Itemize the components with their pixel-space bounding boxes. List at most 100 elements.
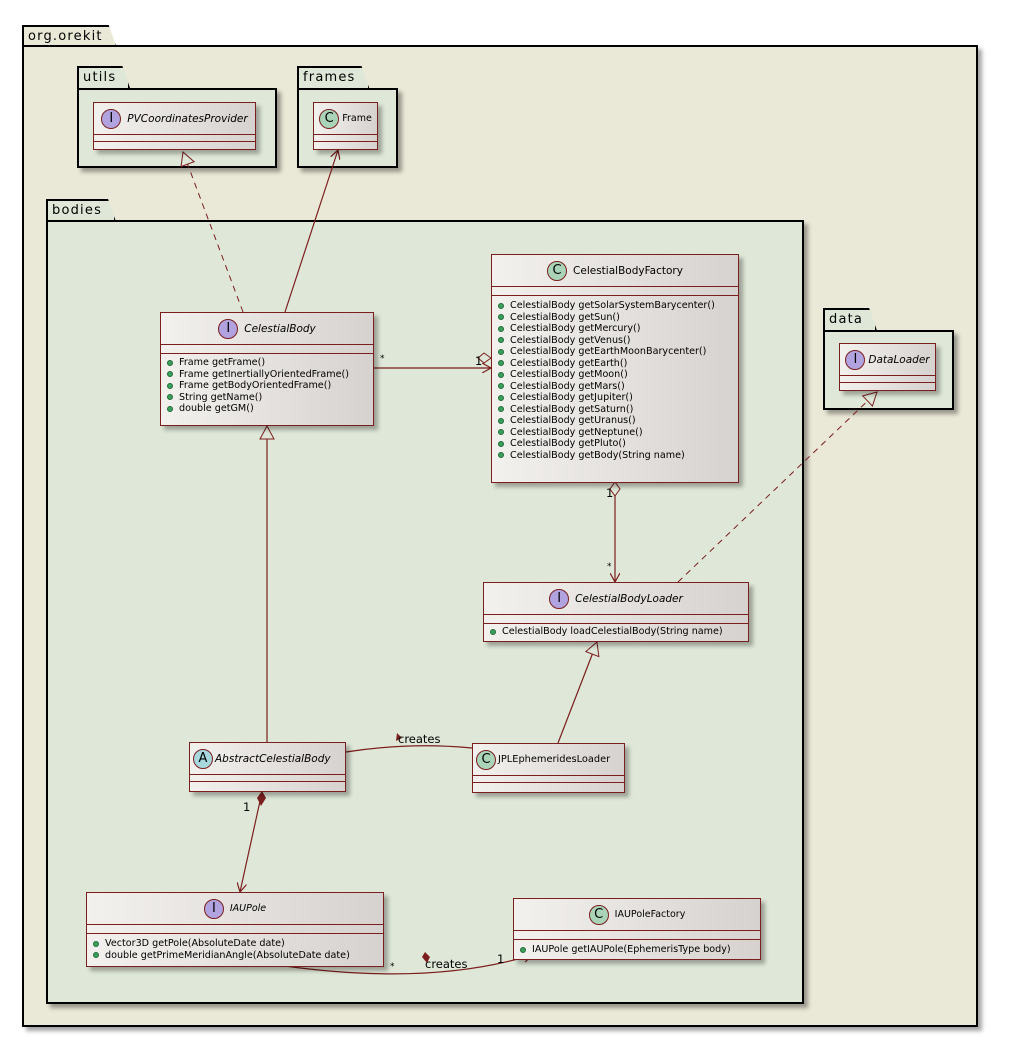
- class-icon: C: [476, 749, 496, 770]
- interface-icon: I: [218, 318, 239, 339]
- public-icon: [498, 383, 504, 390]
- method: double getPrimeMeridianAngle(AbsoluteDat…: [93, 950, 377, 962]
- attributes-compartment: [840, 376, 935, 383]
- class-iaupolefactory[interactable]: C IAUPoleFactory IAUPole getIAUPole(Ephe…: [513, 898, 761, 960]
- class-icon: C: [547, 260, 568, 281]
- aggregation-diamond-factory: [477, 352, 492, 364]
- attributes-compartment: [473, 776, 624, 783]
- creates-arrowhead-jpl: [396, 733, 402, 741]
- class-name: CelestialBody: [244, 322, 316, 335]
- public-icon: [498, 302, 504, 309]
- link-jpl-loader: [557, 641, 600, 744]
- link-abstract-iaupole: [240, 791, 263, 892]
- method: CelestialBody getVenus(): [498, 335, 732, 347]
- package-tab-frames: frames: [297, 66, 370, 89]
- attributes-compartment: [484, 615, 748, 624]
- class-name: CelestialBodyFactory: [573, 264, 683, 277]
- package-tab-data: data: [823, 308, 877, 331]
- interface-icon: I: [203, 898, 224, 919]
- method: Frame getBodyOrientedFrame(): [167, 380, 367, 392]
- public-icon: [167, 382, 173, 389]
- method: Vector3D getPole(AbsoluteDate date): [93, 938, 377, 950]
- public-icon: [498, 417, 504, 424]
- composition-diamond-pole: [257, 791, 266, 806]
- class-name: IAUPole: [229, 903, 267, 914]
- method: double getGM(): [167, 403, 367, 415]
- method: IAUPole getIAUPole(EphemerisType body): [520, 944, 754, 956]
- composition-diamond-factory: [422, 952, 430, 963]
- public-icon: [498, 440, 504, 447]
- public-icon: [498, 314, 504, 321]
- multiplicity-pole-source: *: [390, 962, 395, 972]
- attributes-compartment: [161, 345, 373, 354]
- aggregation-diamond-loader: [609, 481, 621, 497]
- multiplicity-factory-loader-source: 1: [606, 486, 614, 500]
- public-icon: [498, 429, 504, 436]
- package-tab-bodies: bodies: [46, 199, 116, 222]
- method: CelestialBody getMercury(): [498, 323, 732, 335]
- public-icon: [93, 952, 99, 959]
- interface-icon: I: [101, 108, 122, 129]
- public-icon: [167, 394, 173, 401]
- method: CelestialBody getEarth(): [498, 358, 732, 370]
- link-jpl-creates-abstract: [345, 745, 473, 753]
- interface-icon: I: [549, 588, 570, 609]
- link-celestialbody-pvcoordinatesprovider: [180, 151, 244, 313]
- class-jplephemeridesloader[interactable]: C JPLEphemeridesLoader: [472, 743, 625, 793]
- class-pvcoordinatesprovider[interactable]: I PVCoordinatesProvider: [93, 102, 256, 150]
- class-icon: C: [319, 108, 340, 129]
- class-abstractcelestialbody[interactable]: A AbstractCelestialBody: [189, 742, 346, 792]
- multiplicity-factory-loader-target: *: [607, 562, 612, 572]
- method: Frame getFrame(): [167, 357, 367, 369]
- package-tab-utils: utils: [77, 66, 130, 89]
- public-icon: [167, 405, 173, 412]
- class-name: Frame: [342, 113, 372, 124]
- public-icon: [498, 406, 504, 413]
- methods-compartment: CelestialBody getSolarSystemBarycenter()…: [492, 296, 738, 464]
- attributes-compartment: [87, 925, 383, 934]
- method: CelestialBody getPluto(): [498, 438, 732, 450]
- method: CelestialBody getSun(): [498, 312, 732, 324]
- class-dataloader[interactable]: I DataLoader: [839, 343, 936, 391]
- class-name: DataLoader: [868, 353, 930, 366]
- public-icon: [498, 394, 504, 401]
- method: CelestialBody getUranus(): [498, 415, 732, 427]
- class-iaupole[interactable]: I IAUPole Vector3D getPole(AbsoluteDate …: [86, 892, 384, 967]
- method: CelestialBody getMars(): [498, 381, 732, 393]
- multiplicity-celestialbody: *: [380, 354, 385, 364]
- public-icon: [490, 628, 496, 635]
- method: CelestialBody getSaturn(): [498, 404, 732, 416]
- method: String getName(): [167, 392, 367, 404]
- class-celestialbody[interactable]: I CelestialBody Frame getFrame() Frame g…: [160, 312, 374, 426]
- class-name: PVCoordinatesProvider: [127, 112, 248, 125]
- public-icon: [498, 337, 504, 344]
- method: CelestialBody getNeptune(): [498, 427, 732, 439]
- link-celestialbody-frame: [284, 150, 338, 313]
- public-icon: [498, 360, 504, 367]
- class-name: JPLEphemeridesLoader: [498, 754, 611, 765]
- class-name: CelestialBodyLoader: [575, 592, 683, 605]
- public-icon: [498, 348, 504, 355]
- public-icon: [167, 359, 173, 366]
- method: Frame getInertiallyOrientedFrame(): [167, 369, 367, 381]
- class-name: AbstractCelestialBody: [215, 752, 331, 765]
- public-icon: [520, 946, 526, 953]
- attributes-compartment: [314, 135, 377, 142]
- class-icon: C: [588, 904, 609, 925]
- method: CelestialBody getEarthMoonBarycenter(): [498, 346, 732, 358]
- class-celestialbodyfactory[interactable]: C CelestialBodyFactory CelestialBody get…: [491, 254, 739, 483]
- method: CelestialBody loadCelestialBody(String n…: [490, 626, 742, 638]
- class-celestialbodyloader[interactable]: I CelestialBodyLoader CelestialBody load…: [483, 582, 749, 642]
- label-jpl-creates: creates: [398, 732, 441, 746]
- public-icon: [167, 371, 173, 378]
- class-frame[interactable]: C Frame: [313, 102, 378, 150]
- attributes-compartment: [190, 775, 345, 782]
- link-loader-dataloader: [677, 391, 878, 583]
- public-icon: [498, 452, 504, 459]
- method: CelestialBody getMoon(): [498, 369, 732, 381]
- methods-compartment: Vector3D getPole(AbsoluteDate date) doub…: [87, 934, 383, 964]
- label-pole-creates: creates: [425, 957, 468, 971]
- method: CelestialBody getJupiter(): [498, 392, 732, 404]
- multiplicity-factory: 1: [475, 354, 483, 368]
